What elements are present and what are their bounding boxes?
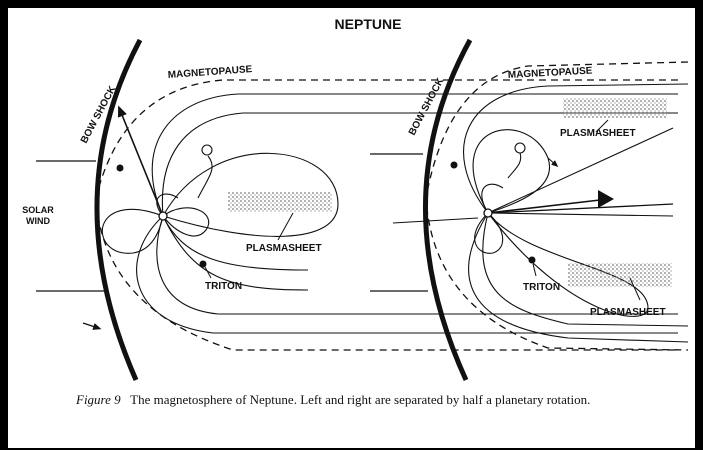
right-plasmasheet-stipple-lower: [568, 263, 672, 287]
right-triton-leader: [532, 263, 537, 277]
right-flow-arrow: [547, 157, 559, 167]
right-spin-axis-arrowhead: [598, 190, 614, 208]
left-bow-shock-label: BOW SHOCK: [79, 84, 119, 146]
right-magnetopause: [425, 61, 689, 351]
right-solar-wind-line-middle: [392, 217, 479, 224]
left-closed-loop: [162, 152, 339, 237]
left-field-line: [162, 215, 309, 291]
left-field-line: [136, 215, 678, 334]
right-field-line: [482, 212, 689, 327]
left-field-line: [162, 215, 309, 271]
right-triton-label: TRITON: [523, 282, 560, 293]
right-field-line: [468, 212, 689, 343]
right-plasmasheet-lower-label: PLASMASHEET: [590, 307, 666, 318]
right-closed-loop: [472, 129, 551, 214]
right-magnetopause-label: MAGNETOPAUSE: [508, 66, 593, 81]
magnetosphere-diagram: NEPTUNE BOW SHOCK MAGNETOPAUSE: [22, 16, 689, 382]
left-marker-dot: [116, 164, 124, 172]
right-plasmasheet-leader-lower: [629, 277, 641, 301]
left-flow-arrow: [82, 322, 102, 330]
left-curl-symbol: [201, 144, 213, 156]
diagram-title: NEPTUNE: [335, 16, 402, 32]
right-closed-loop: [481, 183, 504, 214]
right-spin-axis-line: [487, 199, 601, 214]
right-marker-dot: [450, 161, 458, 169]
figure-caption: Figure 9 The magnetosphere of Neptune. L…: [76, 390, 676, 409]
right-field-line: [463, 83, 689, 214]
solar-wind-label-line1: SOLAR: [22, 205, 54, 215]
left-triton-leader: [204, 266, 212, 279]
figure-label: Figure 9: [76, 392, 121, 407]
right-field-line: [487, 212, 674, 217]
right-neptune: [483, 208, 493, 218]
right-triton-dot: [528, 256, 536, 264]
left-field-line: [151, 93, 678, 217]
right-plasmasheet-leader-upper: [595, 119, 609, 133]
caption-text: The magnetosphere of Neptune. Left and r…: [130, 392, 591, 407]
right-bow-shock: [423, 38, 473, 382]
left-closed-loop: [101, 208, 164, 254]
left-bow-shock: [94, 38, 143, 382]
right-curl-symbol: [514, 142, 526, 154]
left-field-line: [156, 215, 678, 315]
left-closed-loop: [156, 193, 179, 217]
left-magnetopause: [95, 79, 678, 351]
right-current-sheet-line: [487, 203, 674, 214]
right-closed-loop: [474, 212, 504, 254]
right-flow-arrow: [507, 152, 522, 179]
left-panel: [36, 38, 678, 382]
figure-frame: NEPTUNE BOW SHOCK MAGNETOPAUSE: [8, 8, 695, 448]
right-plasmasheet-upper-label: PLASMASHEET: [560, 128, 636, 139]
left-triton-label: TRITON: [205, 281, 242, 292]
left-plasmasheet-label: PLASMASHEET: [246, 243, 322, 254]
left-triton-dot: [199, 260, 207, 268]
left-plasmasheet-stipple: [228, 192, 332, 212]
right-plasmasheet-stipple-upper: [563, 98, 667, 118]
left-spin-axis-arrow: [117, 105, 164, 217]
left-neptune: [158, 211, 168, 221]
left-magnetopause-label: MAGNETOPAUSE: [167, 64, 253, 81]
right-closed-loop: [487, 212, 649, 317]
left-closed-loop: [162, 207, 210, 237]
left-plasmasheet-leader: [277, 212, 294, 241]
solar-wind-label-line2: WIND: [26, 216, 50, 226]
right-panel: [370, 38, 689, 382]
right-field-line: [487, 127, 674, 214]
left-flow-arrow: [197, 155, 213, 199]
